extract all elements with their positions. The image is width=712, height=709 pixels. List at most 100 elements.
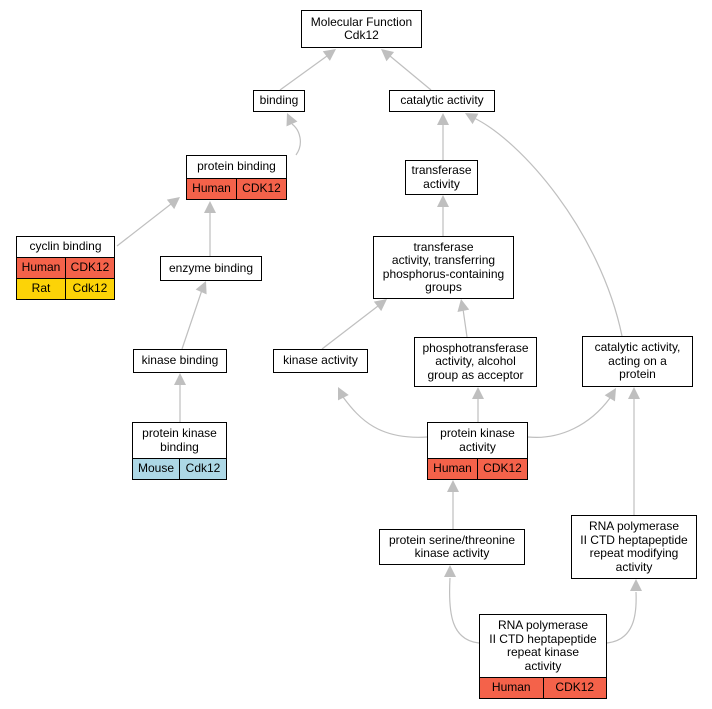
- gene-annotation-row: Human CDK12: [480, 677, 606, 698]
- edge-catalytic-to-mf: [381, 49, 432, 91]
- species-cell: Rat: [17, 279, 65, 299]
- node-protein-serine-threonine-kinase[interactable]: protein serine/threonine kinase activity: [379, 529, 525, 565]
- node-title: RNA polymerase II CTD heptapeptide repea…: [489, 618, 597, 673]
- arrowhead-icon: [457, 299, 470, 312]
- arrowhead-icon: [286, 113, 298, 127]
- edge-rnam-to-cap: [628, 387, 640, 515]
- gene-cell: CDK12: [477, 459, 527, 479]
- edge-kinase-activity-to-tphos: [321, 299, 387, 350]
- edge-line: [279, 55, 328, 91]
- edge-protein-binding-to-binding: [286, 113, 301, 156]
- node-rna-pol-ctd-modifying[interactable]: RNA polymerase II CTD heptapeptide repea…: [571, 515, 697, 579]
- edge-line: [389, 55, 432, 91]
- node-title: kinase binding: [141, 353, 219, 368]
- species-cell: Human: [428, 459, 477, 479]
- node-protein-binding[interactable]: protein binding Human CDK12: [186, 155, 287, 200]
- species-cell: Human: [17, 258, 65, 278]
- edge-line: [473, 117, 623, 337]
- gene-cell: CDK12: [65, 258, 114, 278]
- node-title: binding: [259, 93, 299, 108]
- gene-annotation-row: Human CDK12: [187, 178, 286, 199]
- node-kinase-activity[interactable]: kinase activity: [273, 349, 368, 373]
- gene-cell: Cdk12: [65, 279, 114, 299]
- node-catalytic-activity-protein[interactable]: catalytic activity, acting on a protein: [582, 336, 693, 387]
- edge-line: [448, 577, 480, 644]
- arrowhead-icon: [437, 113, 449, 125]
- gene-annotation-row: Human CDK12: [17, 257, 114, 278]
- arrowhead-icon: [628, 387, 640, 399]
- node-catalytic-activity[interactable]: catalytic activity: [389, 90, 495, 112]
- node-transferase-phosphorus[interactable]: transferase activity, transferring phosp…: [373, 236, 514, 299]
- arrowhead-icon: [166, 197, 180, 210]
- edge-line: [116, 203, 172, 247]
- edge-line: [291, 123, 301, 156]
- arrowhead-icon: [338, 387, 349, 401]
- arrowhead-icon: [447, 480, 459, 492]
- arrowhead-icon: [174, 373, 186, 385]
- node-title: transferase activity, transferring phosp…: [382, 239, 505, 294]
- edge-rnak-to-rnam: [606, 579, 642, 644]
- node-title: protein kinase binding: [142, 426, 217, 454]
- edge-line: [606, 591, 637, 644]
- node-protein-kinase-binding[interactable]: protein kinase binding Mouse Cdk12: [132, 422, 227, 480]
- edge-line: [321, 305, 379, 350]
- node-phosphotransferase-activity[interactable]: phosphotransferase activity, alcohol gro…: [414, 337, 537, 387]
- node-title: enzyme binding: [168, 260, 254, 275]
- node-cyclin-binding[interactable]: cyclin binding Human CDK12 Rat Cdk12: [16, 236, 115, 300]
- arrowhead-icon: [195, 281, 207, 295]
- gene-cell: Cdk12: [179, 459, 226, 479]
- arrowhead-icon: [204, 201, 216, 213]
- arrowhead-icon: [381, 49, 395, 62]
- node-title: transferase activity: [411, 163, 472, 191]
- edge-pkb-to-kinase-binding: [174, 373, 186, 422]
- edge-kinase-binding-to-enzyme: [181, 281, 207, 350]
- node-title: RNA polymerase II CTD heptapeptide repea…: [580, 519, 688, 574]
- edge-line: [527, 397, 611, 438]
- edge-pka-to-phos: [472, 387, 484, 422]
- gene-cell: CDK12: [542, 678, 606, 698]
- edge-transferase-to-catalytic: [437, 113, 449, 160]
- species-cell: Human: [187, 179, 236, 199]
- edge-cyclin-to-protein-binding: [116, 197, 180, 247]
- gene-annotation-row: Mouse Cdk12: [133, 458, 226, 479]
- edge-line: [342, 396, 428, 438]
- edge-pka-to-kinase-activity: [338, 387, 428, 438]
- node-title: Molecular Function Cdk12: [310, 14, 413, 42]
- edge-tphos-to-transferase: [437, 195, 449, 236]
- arrowhead-icon: [444, 565, 456, 577]
- arrowhead-icon: [604, 388, 616, 402]
- arrowhead-icon: [373, 299, 387, 312]
- gene-annotation-row: Rat Cdk12: [17, 278, 114, 299]
- node-title: kinase activity: [283, 353, 358, 368]
- arrowhead-icon: [322, 49, 336, 61]
- node-title: phosphotransferase activity, alcohol gro…: [422, 340, 529, 382]
- node-molecular-function[interactable]: Molecular Function Cdk12: [301, 10, 422, 48]
- node-title: catalytic activity, acting on a protein: [594, 340, 681, 382]
- node-enzyme-binding[interactable]: enzyme binding: [160, 256, 262, 281]
- node-rna-pol-ctd-kinase[interactable]: RNA polymerase II CTD heptapeptide repea…: [479, 614, 607, 699]
- arrowhead-icon: [465, 113, 479, 125]
- arrowhead-icon: [630, 579, 642, 591]
- node-binding[interactable]: binding: [253, 90, 305, 112]
- edge-binding-to-mf: [279, 49, 336, 91]
- edge-line: [462, 308, 468, 338]
- species-cell: Mouse: [133, 459, 179, 479]
- node-title: protein serine/threonine kinase activity: [388, 532, 516, 560]
- edge-phos-to-tphos: [457, 299, 470, 338]
- node-title: cyclin binding: [29, 239, 102, 254]
- arrowhead-icon: [472, 387, 484, 399]
- node-title: protein binding: [197, 159, 276, 174]
- arrowhead-icon: [437, 195, 449, 207]
- node-protein-kinase-activity[interactable]: protein kinase activity Human CDK12: [427, 422, 528, 480]
- node-transferase-activity[interactable]: transferase activity: [405, 160, 478, 195]
- edge-cap-to-catalytic: [465, 113, 623, 337]
- gene-annotation-row: Human CDK12: [428, 458, 527, 479]
- species-cell: Human: [480, 678, 543, 698]
- edge-pst-to-pka: [447, 480, 459, 529]
- edge-line: [181, 289, 203, 350]
- gene-cell: CDK12: [236, 179, 286, 199]
- node-kinase-binding[interactable]: kinase binding: [133, 349, 227, 373]
- node-title: catalytic activity: [400, 93, 484, 108]
- edge-enzyme-to-protein-binding: [204, 201, 216, 256]
